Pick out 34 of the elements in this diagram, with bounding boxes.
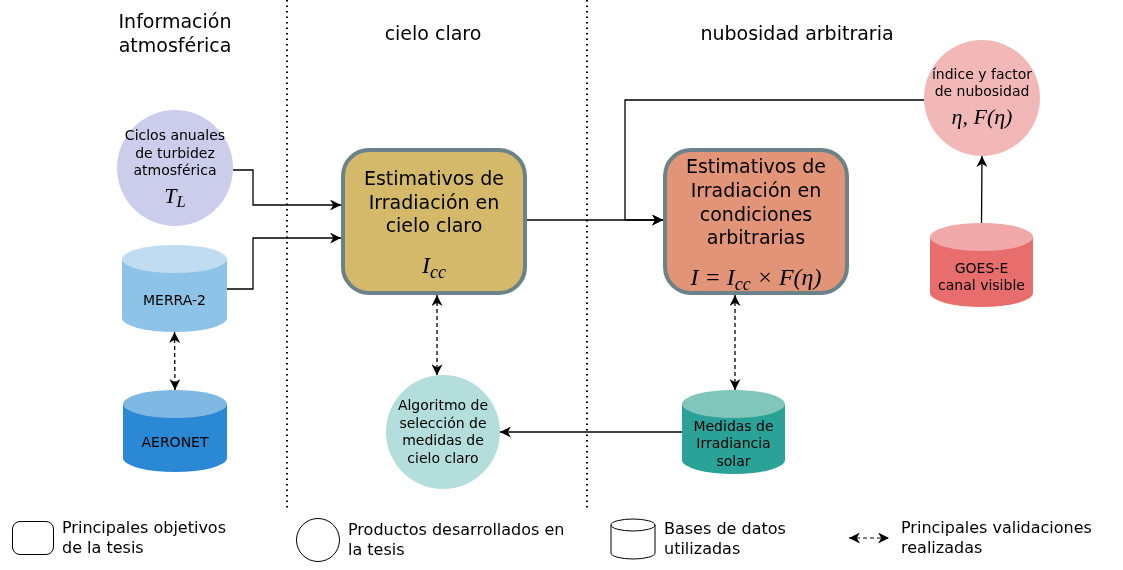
node-label: Estimativos de Irradiación en cielo claro — [362, 166, 506, 239]
math-formula: I$_{cc}$ — [422, 251, 446, 281]
legend-label: Principales validaciones realizadas — [901, 518, 1093, 558]
column-heading: Información atmosférica — [117, 10, 233, 58]
arrow — [624, 99, 925, 226]
column-heading: cielo claro — [383, 22, 483, 46]
legend-label: Principales objetivos de la tesis — [62, 518, 227, 558]
node-label: Medidas de Irradiancia solar — [692, 417, 775, 471]
column-heading: nubosidad arbitraria — [699, 22, 895, 46]
arrow — [226, 232, 342, 290]
math-formula: η, F(η) — [951, 102, 1013, 131]
node-label: GOES-E canal visible — [937, 259, 1026, 295]
math-formula: T$_{L}$ — [164, 181, 186, 209]
legend-label: Productos desarrollados en la tesis — [348, 520, 566, 560]
dashed-arrow — [169, 331, 181, 391]
dashed-arrow — [431, 294, 443, 376]
database-cylinder — [930, 223, 1033, 307]
node-label: índice y factor de nubosidad — [930, 65, 1034, 101]
process-box — [341, 148, 527, 295]
database-cylinder — [123, 390, 227, 472]
process-box — [663, 148, 849, 295]
node-label: MERRA-2 — [141, 291, 207, 310]
node-label: Estimativos de Irradiación en condiciones arbitrarias — [684, 155, 828, 250]
legend-label: Bases de datos utilizadas — [664, 519, 787, 559]
arrow — [499, 426, 683, 438]
node-label: AERONET — [140, 434, 210, 452]
arrow — [232, 169, 342, 211]
arrow — [976, 155, 988, 224]
node-label: Ciclos anuales de turbidez atmosférica — [123, 127, 227, 180]
database-cylinder — [682, 390, 785, 474]
math-formula: I = I$_{cc}$ × F(η) — [690, 263, 822, 292]
node-label: Algoritmo de selección de medidas de cielo claro — [396, 397, 490, 467]
dashed-arrow — [729, 294, 741, 391]
database-cylinder — [122, 245, 227, 332]
